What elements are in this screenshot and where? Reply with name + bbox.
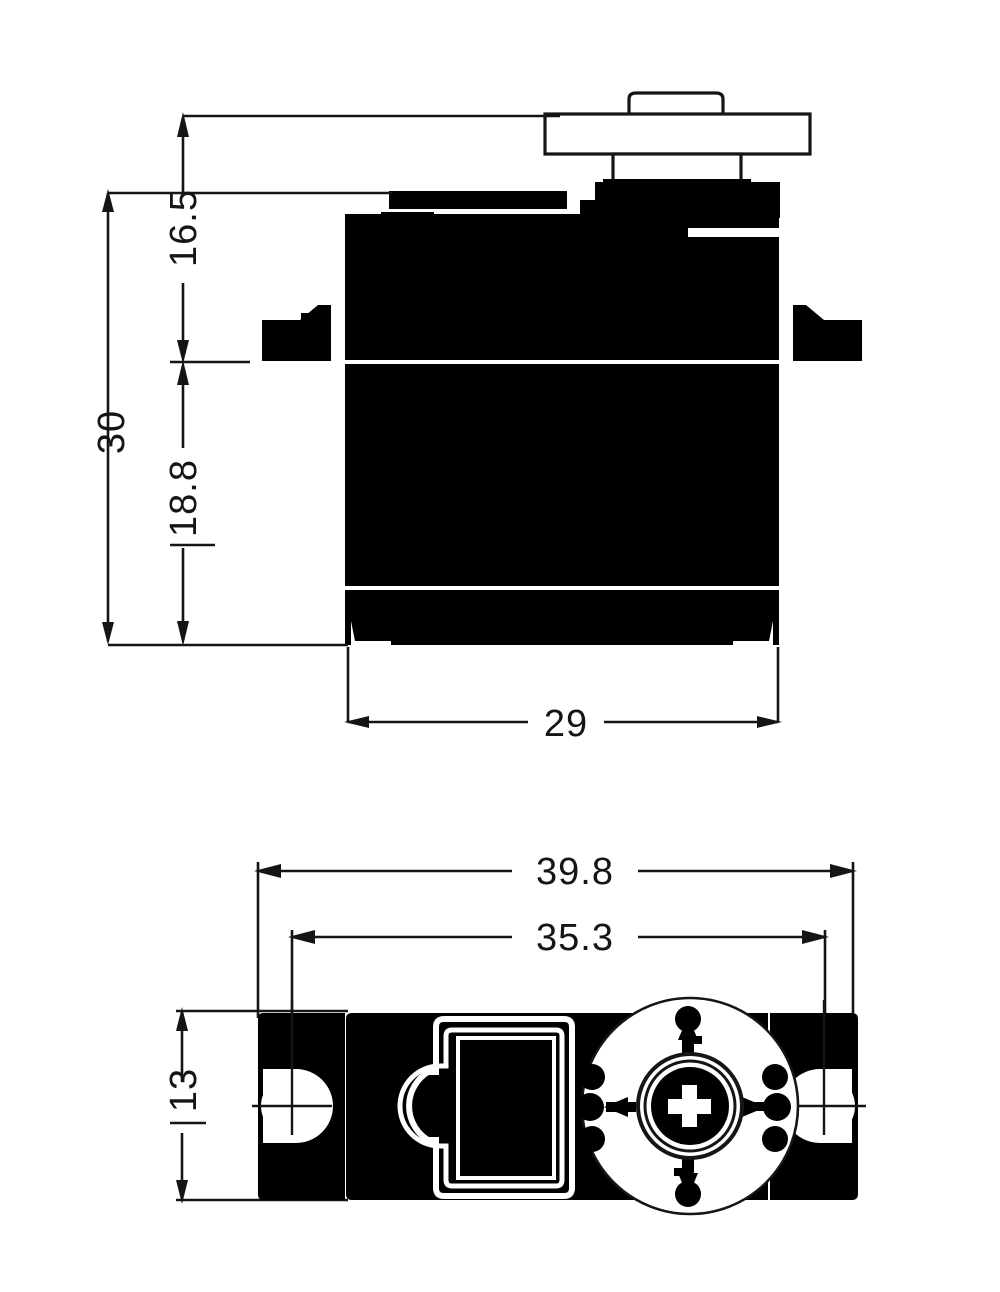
horn-arm-left-hole-2 bbox=[576, 1093, 604, 1121]
dim-29-arrow-left bbox=[344, 716, 369, 728]
dim-39-8-label: 39.8 bbox=[536, 851, 614, 893]
dim-13-arrow-top bbox=[176, 1007, 188, 1031]
left-mounting-ear-shape bbox=[262, 305, 331, 361]
dim-30-arrow-top bbox=[102, 189, 114, 212]
top-cap-right-bar2 bbox=[580, 200, 780, 218]
plan-body-window bbox=[460, 1040, 552, 1176]
dim-30-label: 30 bbox=[91, 410, 133, 454]
servo-horn-side bbox=[543, 91, 812, 189]
horn-arm-right-hole-1 bbox=[762, 1064, 788, 1090]
plan-body-inner-outline-2 bbox=[397, 1027, 565, 1189]
horn-arm-down-tick bbox=[674, 1168, 692, 1176]
top-cap-left-bar bbox=[389, 191, 567, 209]
dimension-18-8 bbox=[170, 360, 215, 646]
horn-arm-left-hole-3 bbox=[579, 1126, 605, 1152]
dim-398-label-mask bbox=[512, 845, 638, 891]
right-mounting-tab bbox=[770, 1000, 866, 1200]
dim-35-3-label: 35.3 bbox=[536, 917, 614, 959]
dim-30-arrow-bottom bbox=[102, 622, 114, 645]
dim-398-arrow-right bbox=[830, 864, 857, 878]
phillips-cross-icon bbox=[668, 1085, 711, 1127]
dim-29-label-mask bbox=[528, 700, 604, 744]
side-view-group: 30 16.5 18.8 29 bbox=[91, 91, 862, 745]
horn-arm-right bbox=[736, 1064, 791, 1152]
horn-arm-right-hole-3 bbox=[762, 1126, 788, 1152]
left-mounting-tab bbox=[252, 1000, 345, 1200]
horn-grip-cap bbox=[627, 91, 725, 116]
arrow-up-icon bbox=[678, 1016, 698, 1040]
right-mounting-ear-shape bbox=[793, 305, 862, 361]
dim-188-arrow-top bbox=[177, 360, 189, 385]
plan-body bbox=[346, 1013, 585, 1200]
dim-13-arrow-bottom bbox=[176, 1180, 188, 1204]
horn-arm-left bbox=[576, 1064, 636, 1152]
cross-horizontal bbox=[668, 1099, 711, 1114]
horn-arm-down bbox=[674, 1156, 701, 1207]
mid-housing bbox=[345, 364, 779, 586]
dim-353-label-mask bbox=[512, 912, 638, 958]
dim-165-arrow-bottom bbox=[177, 340, 189, 364]
dim-16-5-label: 16.5 bbox=[163, 189, 205, 267]
servo-horn-base-bands bbox=[603, 179, 751, 194]
dim-353-arrow-right bbox=[802, 930, 829, 944]
arrow-left-icon bbox=[604, 1097, 628, 1117]
servo-horn-disc bbox=[576, 996, 800, 1216]
dimension-30 bbox=[102, 189, 392, 647]
dim-188-arrow-bottom bbox=[177, 621, 189, 646]
arrow-down-icon bbox=[678, 1173, 698, 1197]
dim-13-label: 13 bbox=[163, 1068, 205, 1112]
dim-29-label: 29 bbox=[544, 703, 588, 745]
lower-housing bbox=[345, 590, 779, 645]
upper-housing-notch bbox=[688, 228, 781, 237]
dim-353-arrow-left bbox=[288, 930, 315, 944]
bottom-foot-left bbox=[351, 621, 391, 641]
horn-arm-up-tick bbox=[684, 1036, 702, 1044]
arrow-right-icon bbox=[742, 1097, 766, 1117]
upper-housing-solid bbox=[345, 214, 779, 360]
dim-398-arrow-left bbox=[254, 864, 281, 878]
plan-body-window-outline bbox=[456, 1036, 556, 1180]
servo-side-silhouette bbox=[262, 182, 862, 645]
horn-arm-right-hole-2 bbox=[763, 1093, 791, 1121]
bottom-foot-right bbox=[733, 621, 773, 641]
horn-base-band-1 bbox=[603, 179, 751, 194]
horn-arm-left-hole-1 bbox=[579, 1064, 605, 1090]
dim-165-arrow-top bbox=[177, 112, 189, 137]
horn-flange-bar bbox=[543, 112, 812, 156]
dim-29-arrow-right bbox=[757, 716, 782, 728]
horn-arm-up bbox=[675, 1006, 702, 1057]
bottom-view-group: 39.8 35.3 13 bbox=[163, 845, 866, 1216]
dim-18-8-label: 18.8 bbox=[163, 459, 205, 537]
